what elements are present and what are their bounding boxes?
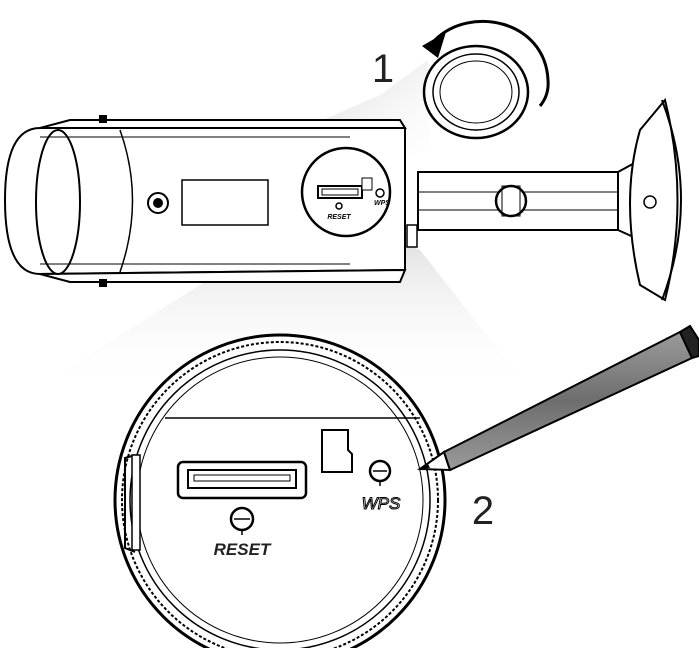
micro-sd-slot (176, 460, 308, 500)
counterclockwise-rotate-arrow-icon (422, 19, 550, 107)
mounting-arm (417, 97, 682, 302)
removed-cap (422, 44, 530, 140)
camera-body (3, 115, 418, 287)
wps-button (368, 459, 392, 486)
pen-icon (416, 324, 699, 472)
step-1-label: 1 (372, 47, 394, 91)
reset-button (229, 506, 255, 535)
bottom-callout-beam (40, 210, 530, 390)
reset-label-small: RESET (327, 214, 351, 221)
micro-sd-card-icon (321, 429, 353, 473)
reset-label-large: RESET (214, 540, 272, 559)
step-2-label: 2 (472, 489, 494, 533)
port-area-small (300, 146, 392, 238)
wps-label-small: WPS (374, 200, 390, 207)
wps-label-large: WPS (362, 494, 401, 513)
